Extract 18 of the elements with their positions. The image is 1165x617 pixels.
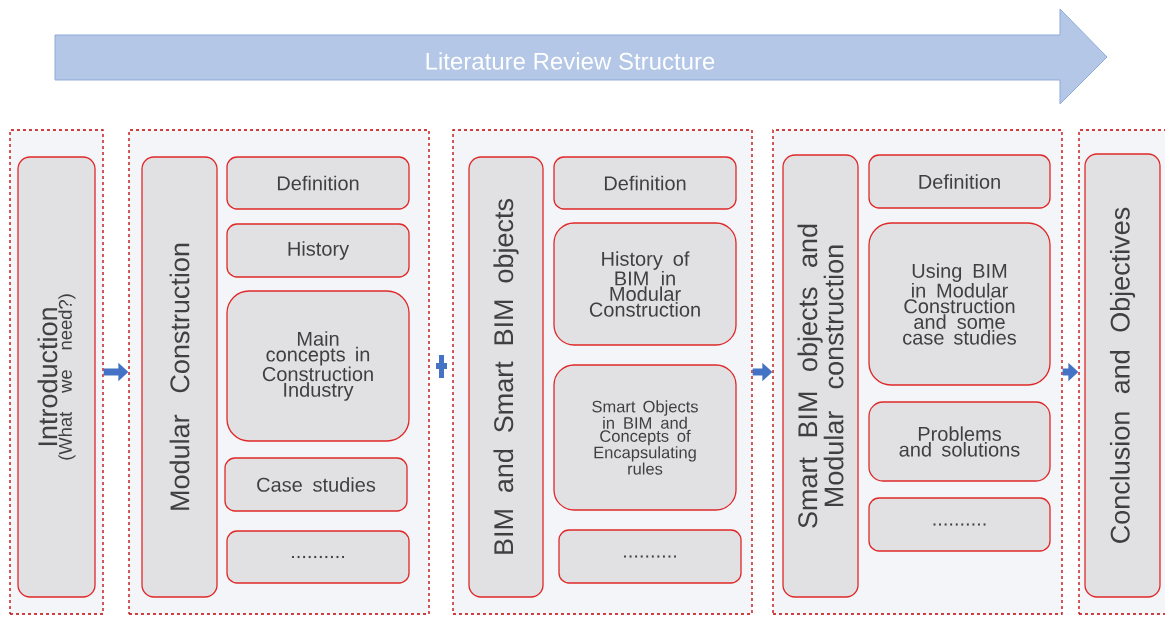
topic-box: .......... [226,530,410,584]
section-heading-box: Conclusion and Objectives [1084,153,1161,598]
topic-box: History [226,223,410,278]
topic-box: Problems and solutions [868,401,1051,482]
section-heading-box: Smart BIM objects and Modular construction [782,154,859,598]
topic-box: .......... [868,497,1051,552]
topic-box: History of BIM in Modular Construction [553,222,737,346]
topic-box: Main concepts in Construction Industry [226,290,410,442]
topic-box: Using BIM in Modular Construction and some case studies [868,222,1051,386]
topic-box: Case studies [224,457,408,512]
topic-box: Smart Objects in BIM and Concepts of Encapsulating rules [553,364,737,511]
topic-box: Definition [553,156,737,210]
topic-box: Definition [868,154,1051,209]
section-heading-box: BIM and Smart BIM objects [468,156,544,598]
topic-box: Definition [226,156,410,210]
topic-box: .......... [558,529,742,584]
section-heading-box: Modular Construction [141,156,218,598]
section-heading-box: Introduction (What we need?) [17,156,96,598]
